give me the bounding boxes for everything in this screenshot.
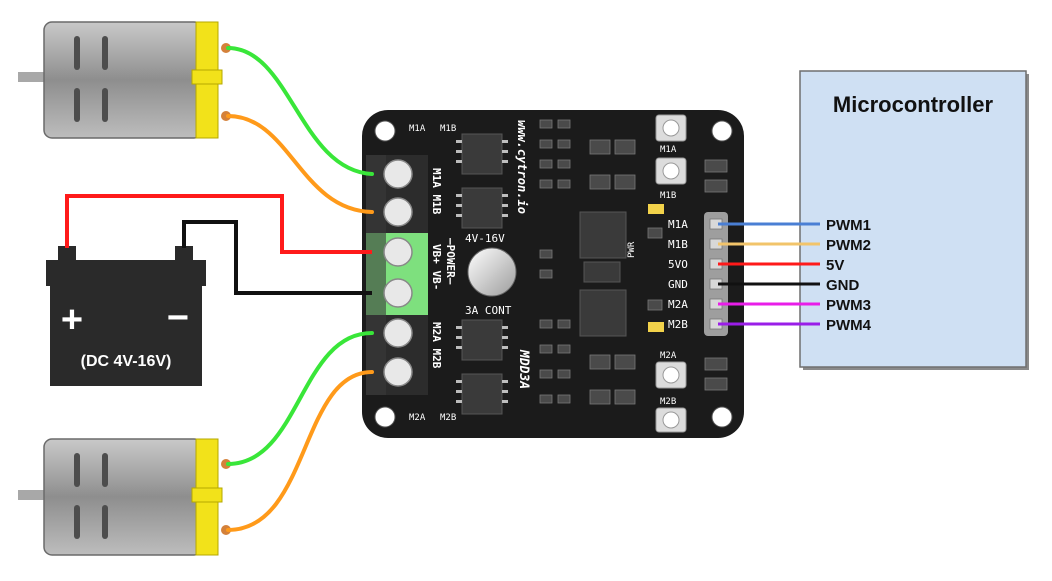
pin-label-pwm1: PWM1 <box>826 217 871 234</box>
push-button-m1a: M1A <box>655 114 687 155</box>
terminal-screw-icon <box>383 357 413 387</box>
push-button-m1b: M1B <box>655 157 687 201</box>
microcontroller-panel: Microcontroller PWM1 PWM2 5V GND PWM3 PW… <box>799 70 1029 370</box>
cap-rating: 4V-16V <box>465 232 505 245</box>
terminal-screw-icon <box>383 159 413 189</box>
wire-motor1-b <box>226 114 374 214</box>
battery-rating: (DC 4V-16V) <box>81 353 172 370</box>
terminal-label-m1: M1A M1B <box>430 168 443 215</box>
button-label-m2b: M2B <box>660 397 676 407</box>
pin-label-5v: 5V <box>826 257 844 274</box>
wire-motor2-b <box>226 370 374 532</box>
led-pwr-icon <box>648 204 664 214</box>
terminal-block <box>366 155 428 395</box>
header-label-m1a: M1A <box>668 218 688 231</box>
header-label-m2a: M2A <box>668 298 688 311</box>
wire-battery-negative <box>182 220 372 295</box>
mount-hole-icon <box>711 406 733 428</box>
pwr-label: PWR <box>627 241 637 258</box>
ic-chip <box>461 319 503 361</box>
ic-chip <box>461 133 503 175</box>
bottom-tag-m2a: M2A <box>409 413 426 423</box>
header-label-m1b: M1B <box>668 238 688 251</box>
mount-hole-icon <box>374 120 396 142</box>
battery-minus-icon: − <box>167 297 189 339</box>
board-model: MDD3A <box>516 349 531 389</box>
battery-icon: + − (DC 4V-16V) <box>46 246 206 386</box>
wire-motor2-a <box>226 331 374 466</box>
board-url: www.cytron.io <box>515 120 529 214</box>
motor-shaft <box>18 72 46 82</box>
battery-plus-icon: + <box>61 299 83 341</box>
signal-wires <box>718 222 820 326</box>
terminal-screw-icon <box>383 318 413 348</box>
top-tag-m1b: M1B <box>440 124 456 134</box>
regulator-chip <box>579 289 627 337</box>
microcontroller-box <box>799 70 1027 368</box>
board-pcb <box>362 110 744 438</box>
header-label-5vo: 5VO <box>668 258 688 271</box>
header-strip <box>704 212 728 336</box>
ic-chip <box>461 187 503 229</box>
pin-label-pwm2: PWM2 <box>826 237 871 254</box>
terminal-screw-icon <box>383 237 413 267</box>
motor-driver-board: M1A M1B VB+ VB- —POWER— M2A M2B M1A M1B … <box>362 110 744 438</box>
terminal-screw-icon <box>383 197 413 227</box>
pin-label-gnd: GND <box>826 277 860 294</box>
button-label-m2a: M2A <box>660 351 677 361</box>
top-tag-m1a: M1A <box>409 124 426 134</box>
wire-motor1-a <box>226 46 374 176</box>
push-button-m2b: M2B <box>655 397 687 433</box>
led-icon <box>648 322 664 332</box>
pin-label-pwm3: PWM3 <box>826 297 871 314</box>
motor-1-icon <box>18 21 231 139</box>
ic-chip <box>461 373 503 415</box>
motor-wires <box>226 46 374 532</box>
power-wires <box>65 194 372 295</box>
pin-label-pwm4: PWM4 <box>826 317 872 334</box>
terminal-screw-icon <box>383 278 413 308</box>
regulator-chip <box>579 211 627 259</box>
terminal-label-m2: M2A M2B <box>430 322 443 369</box>
capacitor-icon <box>467 247 517 297</box>
button-label-m1b: M1B <box>660 191 676 201</box>
button-label-m1a: M1A <box>660 145 677 155</box>
power-tag: —POWER— <box>444 238 457 285</box>
header-label-m2b: M2B <box>668 318 688 331</box>
bottom-tag-m2b: M2B <box>440 413 456 423</box>
motor-shaft <box>18 490 46 500</box>
mount-hole-icon <box>374 406 396 428</box>
push-button-m2a: M2A <box>655 351 687 389</box>
small-ic <box>583 261 621 283</box>
mount-hole-icon <box>711 120 733 142</box>
motor-2-icon <box>18 438 231 556</box>
terminal-label-power: VB+ VB- <box>430 244 443 290</box>
microcontroller-title: Microcontroller <box>833 92 994 117</box>
wire-battery-positive <box>65 194 372 254</box>
current-rating: 3A CONT <box>465 304 512 317</box>
header-label-gnd: GND <box>668 278 688 291</box>
